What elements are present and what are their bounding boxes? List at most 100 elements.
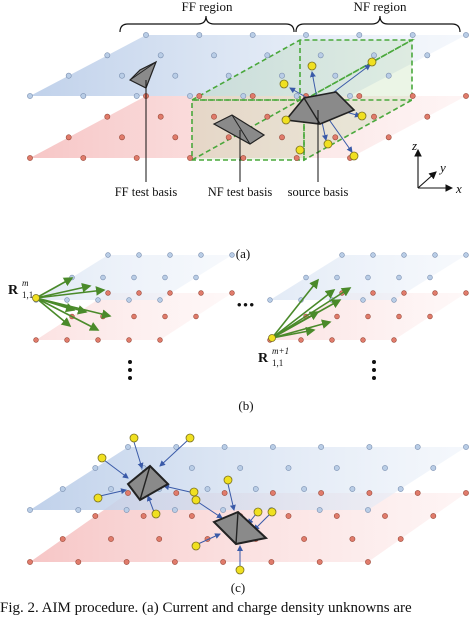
nf-region-label: NF region xyxy=(353,0,407,14)
grid-node xyxy=(167,252,173,258)
grid-node xyxy=(268,559,275,565)
grid-node xyxy=(427,313,433,320)
grid-node xyxy=(463,32,469,38)
grid-node xyxy=(105,290,111,296)
grid-node xyxy=(356,93,363,99)
grid-node xyxy=(187,93,193,99)
left-vector-sub: 1,1 xyxy=(22,290,33,300)
grid-node xyxy=(75,507,82,513)
grid-node xyxy=(229,252,235,258)
horizontal-ellipsis: ••• xyxy=(237,298,256,314)
grid-node xyxy=(125,444,131,450)
grid-node xyxy=(133,155,140,161)
grid-node xyxy=(385,72,392,79)
ff-test-basis-label: FF test basis xyxy=(115,185,178,199)
grid-node xyxy=(427,274,433,281)
grid-node xyxy=(59,486,66,492)
grid-node xyxy=(240,93,247,99)
grid-node xyxy=(187,155,193,161)
grid-node xyxy=(334,313,340,320)
grid-node xyxy=(27,559,33,565)
source-basis xyxy=(279,57,377,161)
grid-node xyxy=(301,536,307,542)
grid-node xyxy=(193,313,199,320)
grid-node xyxy=(196,32,203,38)
grid-node xyxy=(172,72,179,79)
grid-node xyxy=(95,297,101,303)
grid-node xyxy=(414,490,421,496)
grid-node xyxy=(463,93,469,99)
grid-node xyxy=(430,465,437,471)
grid-node xyxy=(65,134,72,141)
grid-node xyxy=(249,93,256,99)
ff-region-label: FF region xyxy=(182,0,233,14)
grid-node xyxy=(414,444,421,450)
vertical-ellipsis-right xyxy=(372,360,376,380)
grid-node xyxy=(382,513,388,519)
grid-node xyxy=(252,486,259,492)
grid-node xyxy=(391,337,397,343)
grid-node xyxy=(104,113,111,120)
grid-node xyxy=(92,465,99,471)
axis-triad xyxy=(414,148,454,192)
grid-node xyxy=(167,290,173,296)
grid-node xyxy=(123,507,130,513)
grid-node xyxy=(370,290,376,296)
panel-a: FF region NF region FF test basis NF tes… xyxy=(27,0,469,261)
grid-node xyxy=(267,297,273,303)
grid-node xyxy=(370,252,376,258)
grid-node xyxy=(303,32,309,38)
grid-node xyxy=(298,337,304,343)
grid-node xyxy=(366,444,373,450)
grid-node xyxy=(119,72,125,79)
ff-region-brace xyxy=(119,15,295,33)
grid-node xyxy=(140,513,147,519)
grid-node xyxy=(371,52,377,59)
grid-node xyxy=(211,52,217,59)
grid-node xyxy=(162,313,168,320)
grid-node xyxy=(108,536,114,542)
source-basis-label: source basis xyxy=(288,185,349,199)
grid-node xyxy=(303,274,309,281)
left-projection-arrows xyxy=(35,277,112,331)
axis-z-label: z xyxy=(411,138,417,153)
grid-node xyxy=(225,72,232,79)
grid-node xyxy=(264,113,271,120)
grid-node xyxy=(157,113,164,120)
grid-node xyxy=(293,155,300,161)
grid-node xyxy=(356,32,363,38)
grid-node xyxy=(172,134,179,141)
grid-node xyxy=(279,134,285,141)
grid-node xyxy=(269,444,276,450)
panel-b-sublabel: (b) xyxy=(238,398,253,413)
figure-caption: Fig. 2. AIM procedure. (a) Current and c… xyxy=(0,600,412,616)
grid-node xyxy=(173,490,180,496)
grid-nodes-c xyxy=(27,444,469,565)
grid-node xyxy=(80,155,87,161)
nf-region-brace xyxy=(295,15,461,33)
grid-node xyxy=(196,93,203,99)
grid-node xyxy=(188,513,195,519)
grid-node xyxy=(157,337,163,343)
grid-node xyxy=(198,290,204,296)
grid-node xyxy=(397,536,404,542)
right-projection-arrows xyxy=(271,278,352,339)
grid-node xyxy=(285,513,292,519)
left-vector-sup: m xyxy=(22,278,29,288)
grid-node xyxy=(371,113,377,120)
grid-node xyxy=(396,313,402,320)
grid-node xyxy=(463,444,469,450)
grid-node xyxy=(171,507,178,513)
grid-node xyxy=(264,52,271,59)
grid-node xyxy=(334,274,340,281)
grid-node xyxy=(225,134,232,141)
grid-node xyxy=(365,559,371,565)
grid-node xyxy=(211,113,217,120)
grid-node xyxy=(424,52,431,59)
grid-node xyxy=(240,155,247,161)
grid-node xyxy=(221,444,228,450)
grid-node xyxy=(339,252,345,258)
grid-node xyxy=(92,513,99,519)
grid-node xyxy=(64,297,70,303)
grid-node xyxy=(301,486,307,492)
